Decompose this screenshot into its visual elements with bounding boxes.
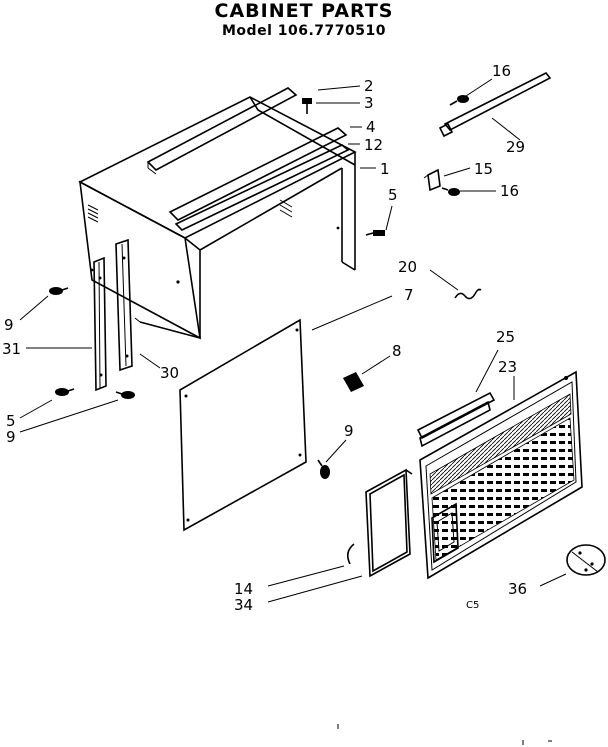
strip-25 [416, 391, 496, 448]
side-vents [87, 199, 293, 223]
side-angle-30 [115, 238, 133, 372]
screw-9-lower [115, 391, 135, 399]
filter-34 [365, 468, 413, 578]
leader-lines [19, 78, 567, 603]
top-rail-2 [146, 87, 298, 175]
knob-36 [566, 544, 606, 576]
callout-1: 1 [380, 160, 390, 178]
clip-15 [423, 168, 441, 192]
model-number: Model 106.7770510 [222, 23, 386, 39]
spring-20 [454, 288, 482, 300]
callout-4: 4 [366, 118, 376, 136]
seal-strip-4 [168, 127, 348, 221]
callout-9-panel: 9 [344, 422, 354, 440]
callout-8: 8 [392, 342, 402, 360]
block-8 [343, 372, 364, 392]
callout-14: 14 [234, 580, 253, 598]
callout-3: 3 [364, 94, 374, 112]
callout-31: 31 [2, 340, 21, 358]
scan-marks [337, 724, 552, 745]
side-angle-31 [93, 256, 107, 392]
screw-16-upper [449, 95, 469, 106]
callout-20: 20 [398, 258, 417, 276]
panel-7 [179, 318, 307, 532]
callout-12: 12 [364, 136, 383, 154]
footer-code: C5 [466, 600, 479, 611]
callout-7: 7 [404, 286, 414, 304]
callout-16-lower: 16 [500, 182, 519, 200]
callout-2: 2 [364, 77, 374, 95]
clip-14 [346, 543, 355, 565]
callout-9-lower: 9 [6, 428, 16, 446]
callout-15: 15 [474, 160, 493, 178]
screw-5-upper [365, 230, 385, 236]
callout-29: 29 [506, 138, 525, 156]
screw-5-lower [55, 388, 75, 396]
callout-23: 23 [498, 358, 517, 376]
screw-3 [302, 98, 312, 114]
callout-5-lower: 5 [6, 412, 16, 430]
strip-12 [174, 144, 350, 231]
callout-25: 25 [496, 328, 515, 346]
screw-16-lower [441, 187, 460, 196]
callout-9-left: 9 [4, 316, 14, 334]
screw-9-panel [317, 459, 330, 479]
screw-9-left [49, 287, 69, 295]
callout-5-upper: 5 [388, 186, 398, 204]
diagram-title: CABINET PARTS [214, 0, 394, 22]
callout-34: 34 [234, 596, 253, 614]
cabinet-shell [78, 96, 357, 340]
callout-36: 36 [508, 580, 527, 598]
callout-30: 30 [160, 364, 179, 382]
front-grille-23 [419, 370, 583, 580]
callout-16-upper: 16 [492, 62, 511, 80]
bracket-29 [438, 71, 552, 138]
